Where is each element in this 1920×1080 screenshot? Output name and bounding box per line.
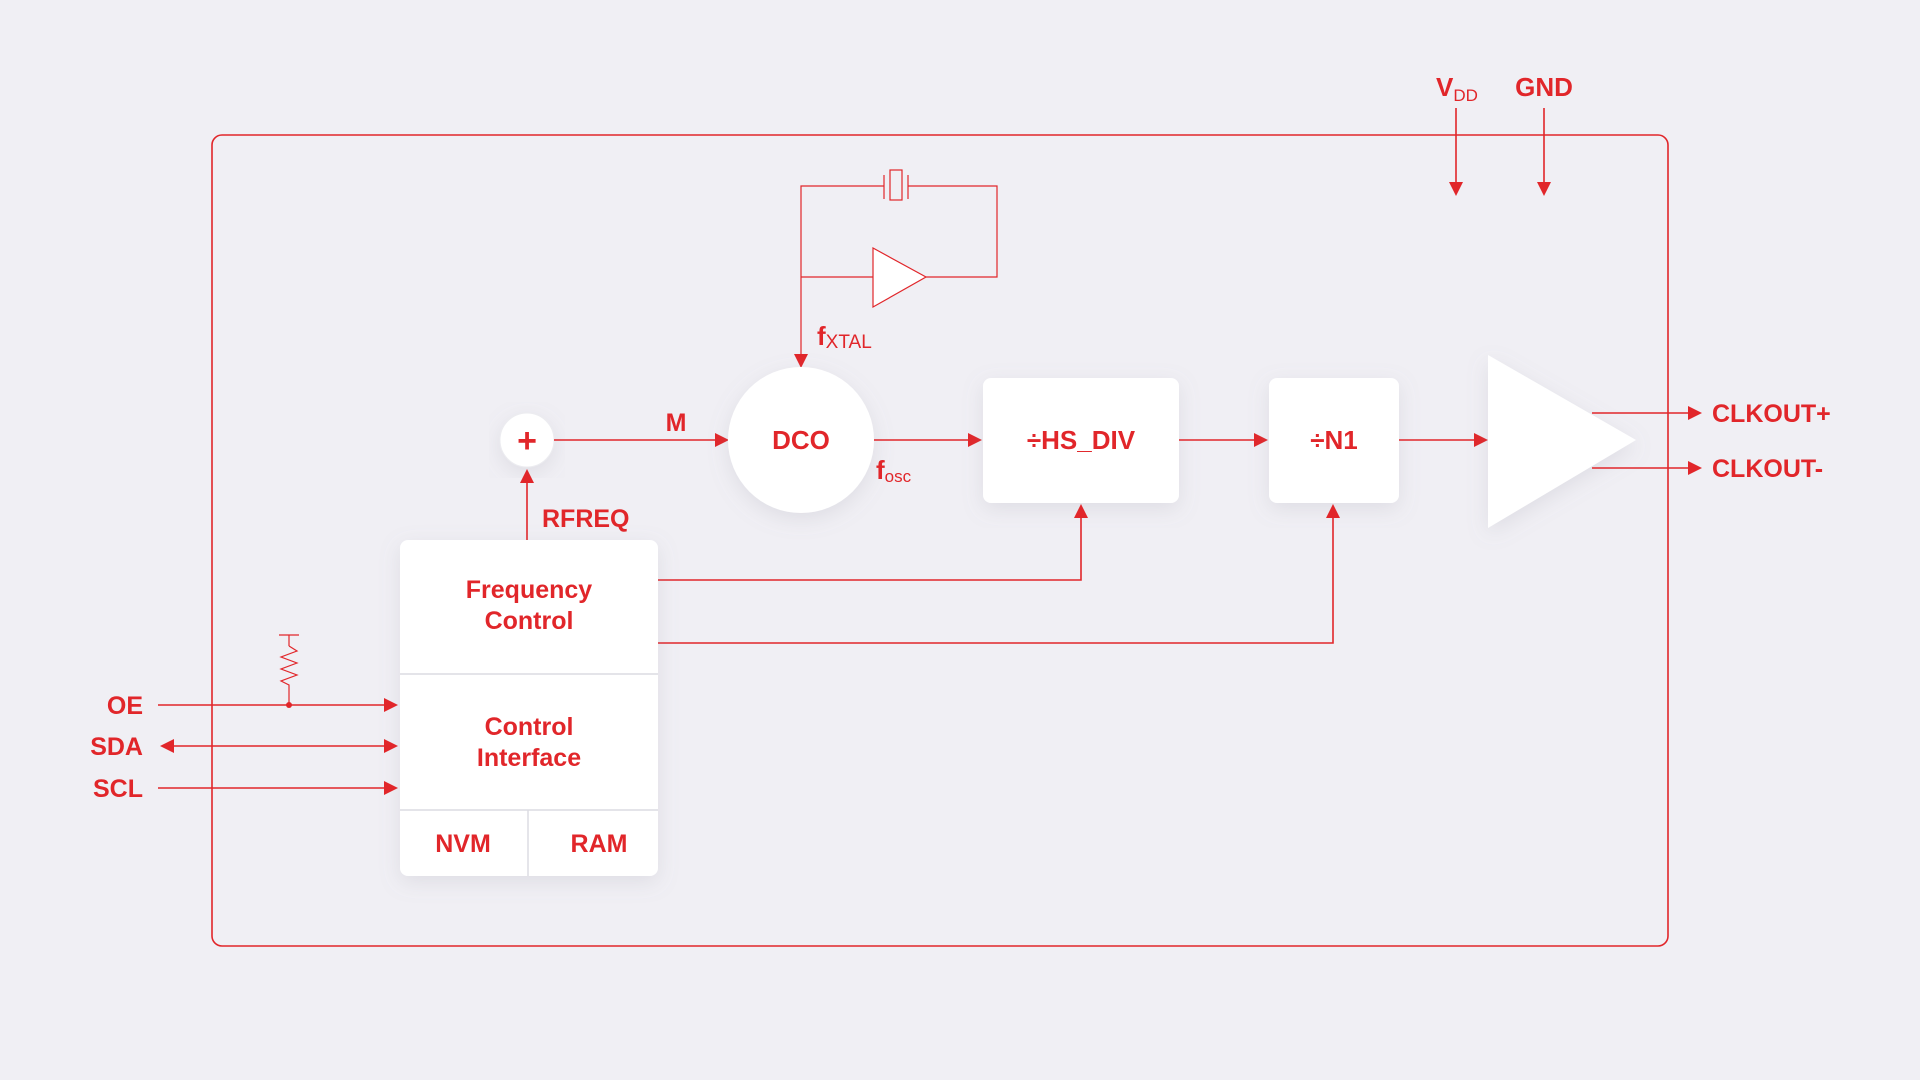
pullup-resistor-icon [279,634,299,708]
output-buffer [1488,355,1636,528]
hs-div-block [983,378,1179,503]
scl-pin: SCL [93,775,143,803]
crystal-icon [889,169,903,201]
adder-symbol: + [517,422,537,460]
crystal-oscillator-loop: fXTAL [794,169,998,368]
sda-pin: SDA [90,733,143,761]
vdd-subscript: DD [1453,86,1478,105]
vdd-label: V [1436,72,1454,102]
rfreq-label: RFREQ [542,505,630,533]
chip-outline [211,134,1669,947]
oe-pin: OE [107,692,143,720]
m-label: M [666,409,687,437]
dco-label: DCO [772,425,830,455]
ram-block: RAM [571,830,628,858]
gnd-pin: GND [1515,72,1573,196]
hs-div-label: ÷HS_DIV [1027,425,1136,455]
clkout-neg-pin: CLKOUT- [1712,455,1823,483]
vdd-pin: VDD [1436,72,1478,196]
nvm-block: NVM [435,830,491,858]
fosc-label: fosc [876,455,912,486]
n1-block [1269,378,1399,503]
clkout-pos-pin: CLKOUT+ [1712,400,1831,428]
dco-block [728,367,874,513]
n1-label: ÷N1 [1310,425,1358,455]
fxtal-label: fXTAL [817,321,872,353]
svg-text:VDD: VDD [1436,72,1478,105]
amplifier-icon [872,246,928,309]
gnd-label: GND [1515,72,1573,102]
